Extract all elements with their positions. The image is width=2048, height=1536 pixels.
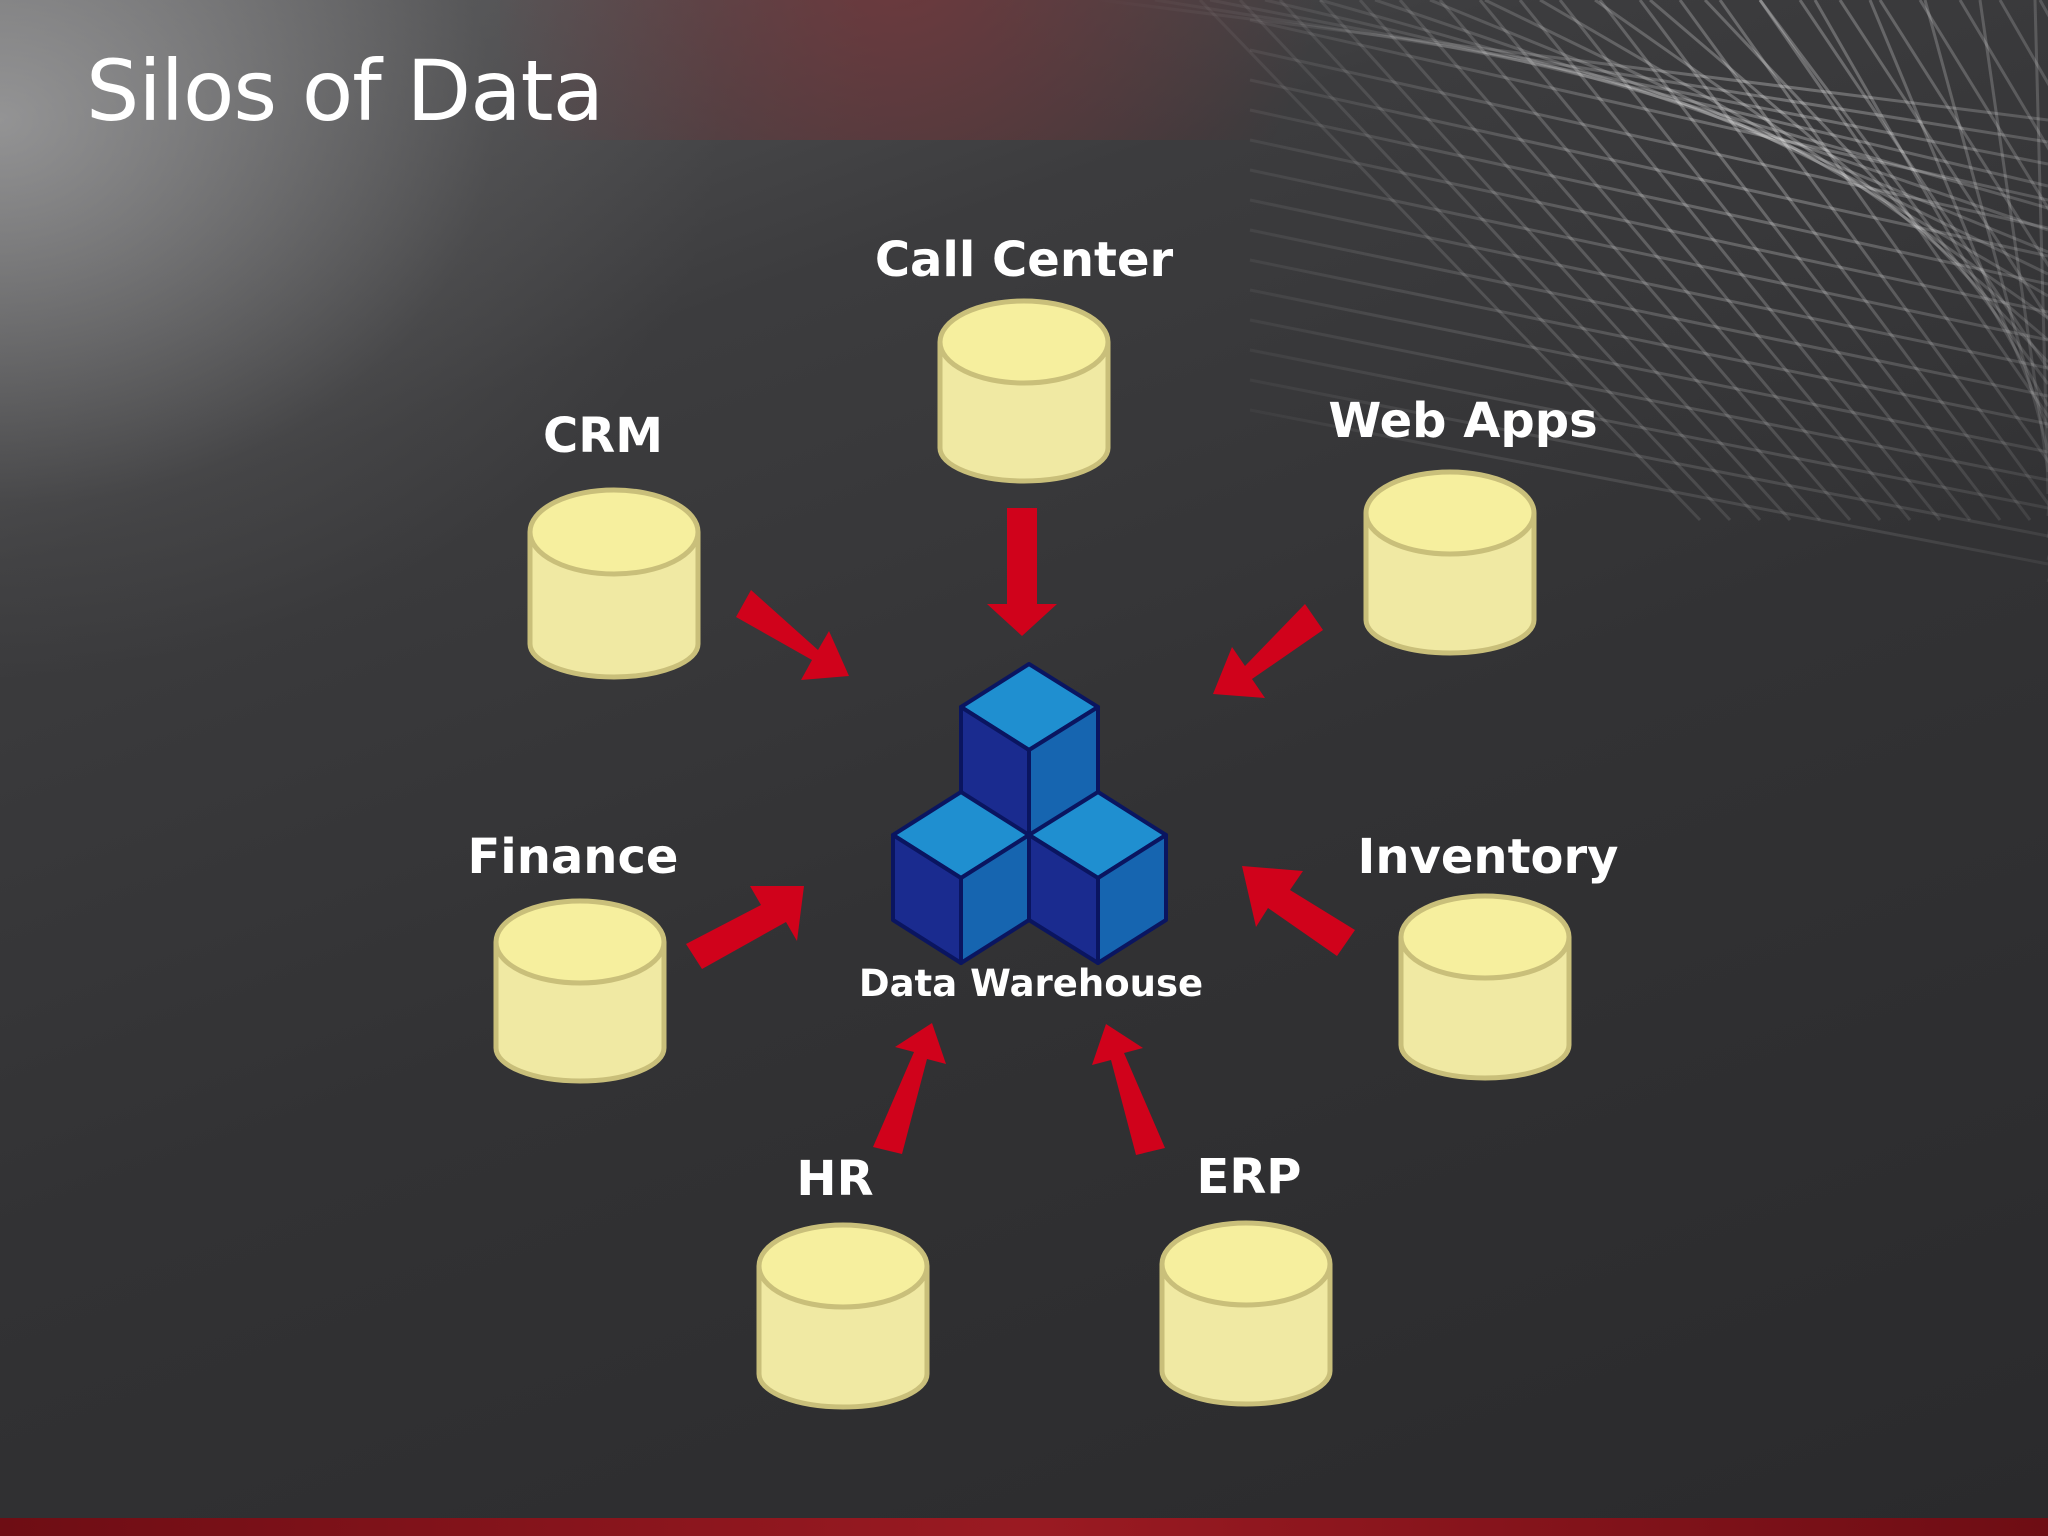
database-icon [937,298,1111,484]
arrows [686,508,1355,1155]
source-label-hr: HR [796,1151,873,1207]
source-label-finance: Finance [468,829,679,885]
arrow-finance-to-warehouse [686,886,804,969]
database-icon [527,487,701,680]
source-label-erp: ERP [1197,1149,1302,1205]
source-node-call-center: Call Center [875,232,1174,484]
source-node-crm: CRM [527,408,701,680]
source-node-hr: HR [756,1151,930,1410]
data-warehouse-label: Data Warehouse [859,962,1203,1005]
source-node-inventory: Inventory [1358,829,1619,1081]
accent-bar [0,1518,2048,1536]
arrow-web-apps-to-warehouse [1213,604,1323,698]
cubes-icon [891,662,1168,965]
database-icon [1398,893,1572,1081]
arrow-call-center-to-warehouse [987,508,1057,636]
database-icon [756,1222,930,1410]
slide-title: Silos of Data [86,42,604,140]
database-icon [1363,469,1537,656]
source-label-crm: CRM [543,408,663,464]
source-nodes: Call Center CRM Web Apps [468,232,1619,1410]
source-label-call-center: Call Center [875,232,1174,288]
source-node-finance: Finance [468,829,679,1084]
data-warehouse-node: Data Warehouse [859,662,1203,1005]
source-node-web-apps: Web Apps [1328,393,1598,656]
source-label-inventory: Inventory [1358,829,1619,885]
arrow-inventory-to-warehouse [1242,866,1355,956]
arrow-crm-to-warehouse [736,590,849,680]
arrow-erp-to-warehouse [1092,1024,1165,1155]
database-icon [1159,1220,1333,1407]
database-icon [493,898,667,1084]
source-label-web-apps: Web Apps [1328,393,1597,449]
arrow-hr-to-warehouse [873,1023,946,1154]
source-node-erp: ERP [1159,1149,1333,1407]
